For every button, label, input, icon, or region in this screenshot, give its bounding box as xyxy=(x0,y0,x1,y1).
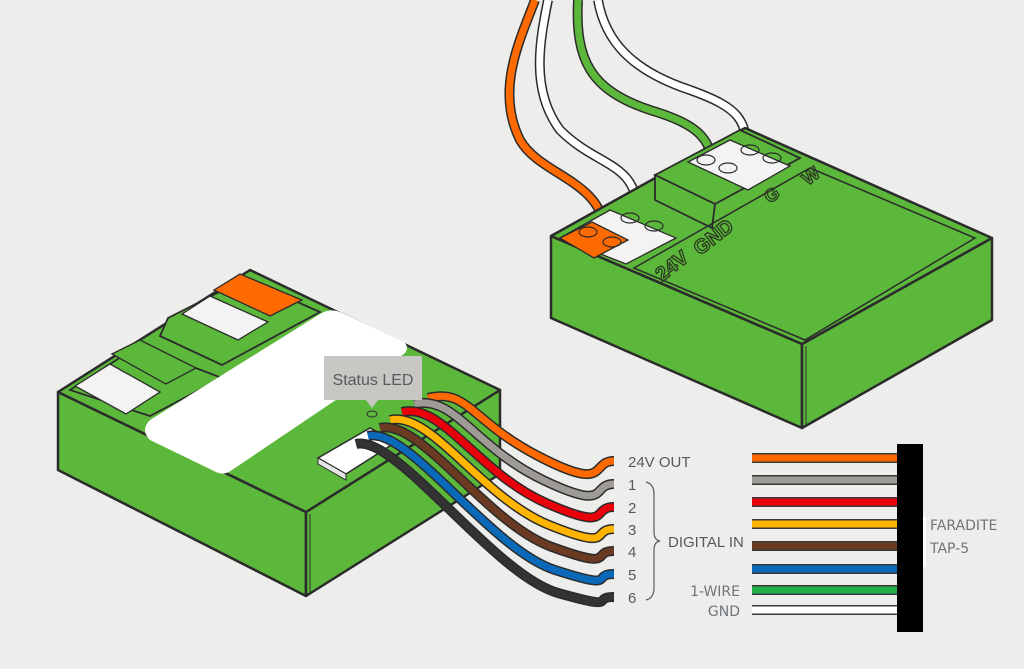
tap-wire xyxy=(752,498,897,506)
left-wire-digital-in-1 xyxy=(413,399,615,500)
tap-wire-label: GND xyxy=(708,604,740,620)
left-wire-label: 1 xyxy=(628,477,636,494)
tap-wire xyxy=(752,606,897,614)
left-wire-label: 2 xyxy=(628,500,636,517)
status-led-callout: Status LED xyxy=(324,356,422,408)
tap-wire xyxy=(752,520,897,528)
tap5-wire-labels: 1-WIRE GND xyxy=(690,584,740,620)
faradite-tap5-connector xyxy=(897,444,923,632)
left-wire-label: 4 xyxy=(628,544,636,561)
tap-wire-label: 1-WIRE xyxy=(690,584,740,600)
left-device xyxy=(56,268,502,598)
left-wire-digital-in-6 xyxy=(355,440,615,606)
tap-wire xyxy=(752,454,897,462)
left-wire-24v-out xyxy=(427,392,615,478)
tap5-wire-set xyxy=(752,453,897,615)
digital-in-label: DIGITAL IN xyxy=(668,534,744,551)
tap-wire xyxy=(752,565,897,573)
left-wire-label: 6 xyxy=(628,590,636,607)
left-wire-digital-in-4 xyxy=(379,423,615,563)
wire-white-up-2 xyxy=(593,0,752,159)
digital-in-brace: DIGITAL IN xyxy=(645,481,744,601)
device-label-sticker xyxy=(145,310,407,474)
left-wire-digital-in-2 xyxy=(401,407,615,521)
wire-white-up-1 xyxy=(534,0,644,223)
left-wire-digital-in-3 xyxy=(389,415,615,542)
left-wire-bundle xyxy=(354,391,615,608)
left-wire-label: 3 xyxy=(628,522,636,539)
tap-wire xyxy=(752,586,897,594)
left-wire-digital-in-5 xyxy=(367,432,615,584)
status-led-label: Status LED xyxy=(333,372,414,389)
tap-wire xyxy=(752,476,897,484)
left-wire-labels: 24V OUT 1 2 3 4 5 6 xyxy=(628,454,691,607)
connector-name-line1: FARADITE xyxy=(930,518,997,534)
status-led-indicator xyxy=(366,410,378,418)
right-device: 24V GND G W xyxy=(504,0,994,430)
tap-wire xyxy=(752,542,897,550)
connector-name-line2: TAP-5 xyxy=(929,541,969,557)
left-wire-label: 5 xyxy=(628,567,636,584)
left-wire-label: 24V OUT xyxy=(628,454,691,471)
